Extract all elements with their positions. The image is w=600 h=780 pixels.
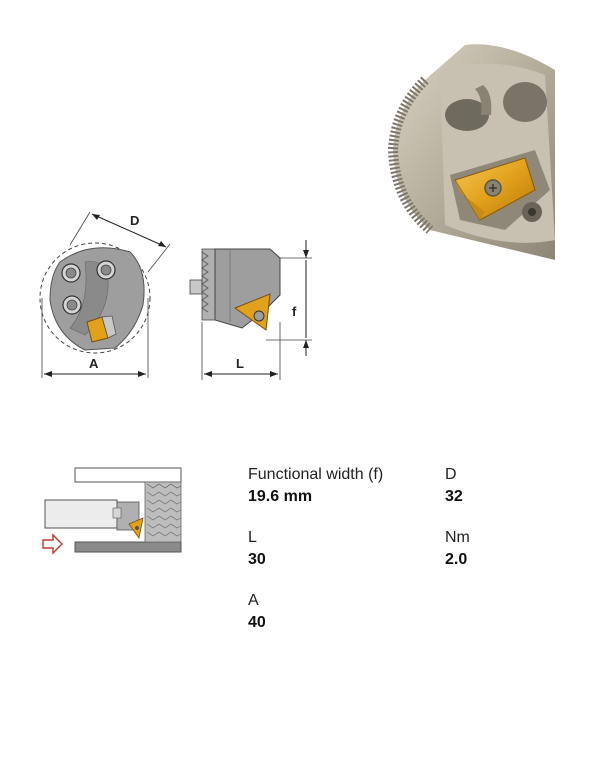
spec-l: L 30 [248, 528, 266, 570]
spec-a: A 40 [248, 591, 266, 633]
spec-d-label: D [445, 466, 457, 483]
dim-l-label: L [236, 356, 244, 371]
spec-nm: Nm 2.0 [445, 528, 470, 570]
dim-a-label: A [89, 356, 99, 371]
dimension-drawing: D A f L [39, 211, 312, 380]
spec-d: D 32 [445, 465, 463, 507]
spec-d-value: 32 [445, 488, 463, 505]
spec-nm-value: 2.0 [445, 551, 468, 568]
spec-nm-label: Nm [445, 529, 470, 546]
feed-direction-arrow-icon [42, 533, 63, 555]
spec-l-value: 30 [248, 551, 266, 568]
spec-functional-width: Functional width (f) 19.6 mm [248, 465, 383, 507]
dim-f-label: f [292, 304, 297, 319]
head-outline-circle [39, 242, 151, 354]
spec-a-value: 40 [248, 614, 266, 631]
dim-d-label: D [130, 213, 139, 228]
spec-functional-width-value: 19.6 mm [248, 488, 313, 505]
product-render-image [387, 44, 555, 261]
spec-l-label: L [248, 529, 257, 546]
spec-a-label: A [248, 592, 259, 609]
application-sketch [42, 467, 182, 555]
spec-functional-width-label: Functional width (f) [248, 466, 384, 483]
